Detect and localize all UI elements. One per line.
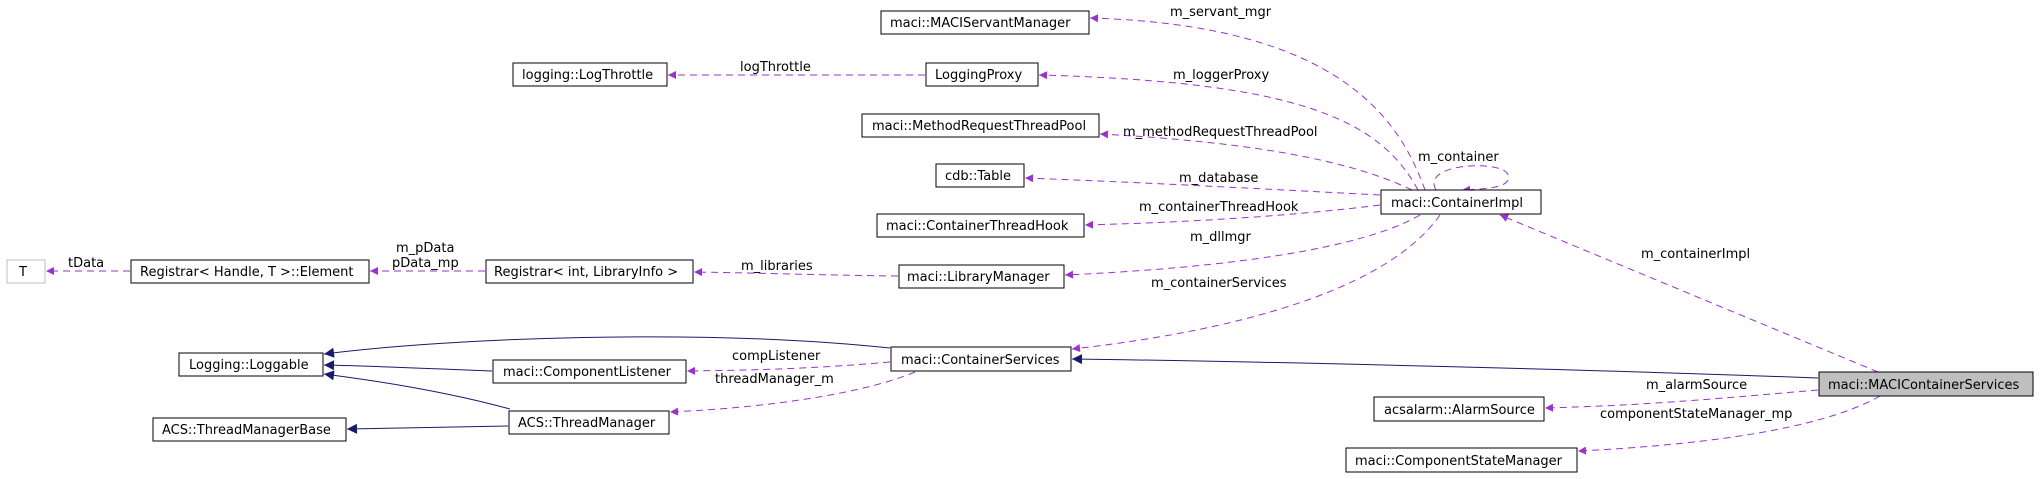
edge-m-servant-mgr xyxy=(1089,14,1426,191)
edge-label-m-containerservices: m_containerServices xyxy=(1151,276,1287,291)
edge-inherit-tm-tmbase xyxy=(346,423,509,434)
node-loggable-label: Logging::Loggable xyxy=(189,358,309,373)
node-container-impl[interactable]: maci::ContainerImpl xyxy=(1380,189,1542,215)
edge-m-container xyxy=(1433,165,1509,194)
node-loggable[interactable]: Logging::Loggable xyxy=(178,352,324,377)
edge-label-m-methodrequestthreadpool: m_methodRequestThreadPool xyxy=(1123,125,1318,140)
node-alarm-source-label: acsalarm::AlarmSource xyxy=(1384,403,1535,418)
node-container-impl-label: maci::ContainerImpl xyxy=(1391,196,1523,211)
edge-m-database xyxy=(1024,174,1381,196)
node-registrar-element-label: Registrar< Handle, T >::Element xyxy=(140,265,354,280)
edge-componentstatemanager-mp xyxy=(1577,395,1881,455)
node-thread-manager-base[interactable]: ACS::ThreadManagerBase xyxy=(152,417,347,442)
node-registrar-libinfo[interactable]: Registrar< int, LibraryInfo > xyxy=(485,259,694,284)
edge-m-loggerproxy xyxy=(1038,71,1419,191)
node-container-services[interactable]: maci::ContainerServices xyxy=(890,346,1072,372)
edge-label-m-loggerproxy: m_loggerProxy xyxy=(1173,68,1269,83)
edge-label-m-servant-mgr: m_servant_mgr xyxy=(1170,5,1272,20)
edge-label-m-containerthreadhook: m_containerThreadHook xyxy=(1139,200,1299,215)
edge-label-m-container: m_container xyxy=(1418,150,1499,165)
node-servant-manager-label: maci::MACIServantManager xyxy=(890,16,1071,31)
node-log-throttle-label: logging::LogThrottle xyxy=(522,68,653,83)
edge-label-pdata-mp: pData_mp xyxy=(392,256,459,271)
node-library-manager[interactable]: maci::LibraryManager xyxy=(898,264,1065,289)
node-logging-proxy[interactable]: LoggingProxy xyxy=(925,62,1039,87)
node-registrar-element[interactable]: Registrar< Handle, T >::Element xyxy=(130,259,370,284)
node-t[interactable]: T xyxy=(6,259,46,284)
edge-inherit-containerservices xyxy=(1071,354,1819,379)
node-thread-manager-label: ACS::ThreadManager xyxy=(518,416,656,431)
node-maci-container-services[interactable]: maci::MACIContainerServices xyxy=(1818,371,2034,397)
node-component-state-manager-label: maci::ComponentStateManager xyxy=(1355,454,1563,469)
edge-label-m-database: m_database xyxy=(1179,171,1258,186)
edge-label-m-pdata: m_pData xyxy=(396,241,454,256)
edge-label-tdata: tData xyxy=(68,256,104,271)
node-alarm-source[interactable]: acsalarm::AlarmSource xyxy=(1373,396,1545,422)
node-t-label: T xyxy=(18,265,27,280)
edge-label-m-alarmsource: m_alarmSource xyxy=(1646,378,1747,393)
node-method-request-pool-label: maci::MethodRequestThreadPool xyxy=(872,119,1086,134)
edge-label-complistener: compListener xyxy=(732,349,821,364)
node-cdb-table-label: cdb::Table xyxy=(945,169,1011,184)
node-library-manager-label: maci::LibraryManager xyxy=(907,270,1050,285)
node-cdb-table[interactable]: cdb::Table xyxy=(935,163,1025,188)
edge-inherit-cl-loggable xyxy=(323,360,493,372)
node-logging-proxy-label: LoggingProxy xyxy=(935,68,1022,83)
edge-complistener xyxy=(686,361,891,375)
edge-m-methodrequestthreadpool xyxy=(1099,130,1413,191)
node-component-listener-label: maci::ComponentListener xyxy=(503,365,672,380)
edge-label-threadmanager-m: threadManager_m xyxy=(715,372,834,387)
edge-m-libraries xyxy=(693,268,899,277)
node-container-thread-hook-label: maci::ContainerThreadHook xyxy=(886,219,1069,234)
edge-label-logthrottle: logThrottle xyxy=(740,60,811,75)
node-thread-manager-base-label: ACS::ThreadManagerBase xyxy=(162,423,331,438)
node-maci-container-services-label: maci::MACIContainerServices xyxy=(1828,378,2020,393)
edge-inherit-tm-loggable xyxy=(323,370,511,410)
edge-label-m-libraries: m_libraries xyxy=(741,259,813,274)
node-component-listener[interactable]: maci::ComponentListener xyxy=(492,359,687,384)
edge-m-dllmgr xyxy=(1064,214,1421,279)
node-servant-manager[interactable]: maci::MACIServantManager xyxy=(880,10,1090,35)
node-container-services-label: maci::ContainerServices xyxy=(901,353,1060,368)
node-container-thread-hook[interactable]: maci::ContainerThreadHook xyxy=(876,213,1085,238)
edge-threadmanager-m xyxy=(669,371,916,416)
node-thread-manager[interactable]: ACS::ThreadManager xyxy=(508,410,670,435)
edge-inherit-cs-loggable xyxy=(323,336,891,358)
node-registrar-libinfo-label: Registrar< int, LibraryInfo > xyxy=(494,265,678,280)
edge-m-alarmsource xyxy=(1544,389,1819,412)
edge-label-m-dllmgr: m_dllmgr xyxy=(1190,230,1252,245)
edge-m-containerimpl xyxy=(1499,214,1879,373)
edge-m-containerthreadhook xyxy=(1084,204,1381,229)
node-method-request-pool[interactable]: maci::MethodRequestThreadPool xyxy=(861,113,1100,138)
node-log-throttle[interactable]: logging::LogThrottle xyxy=(512,62,668,87)
node-component-state-manager[interactable]: maci::ComponentStateManager xyxy=(1345,447,1578,473)
edge-label-componentstatemanager-mp: componentStateManager_mp xyxy=(1600,407,1792,422)
edge-label-m-containerimpl: m_containerImpl xyxy=(1641,247,1750,262)
